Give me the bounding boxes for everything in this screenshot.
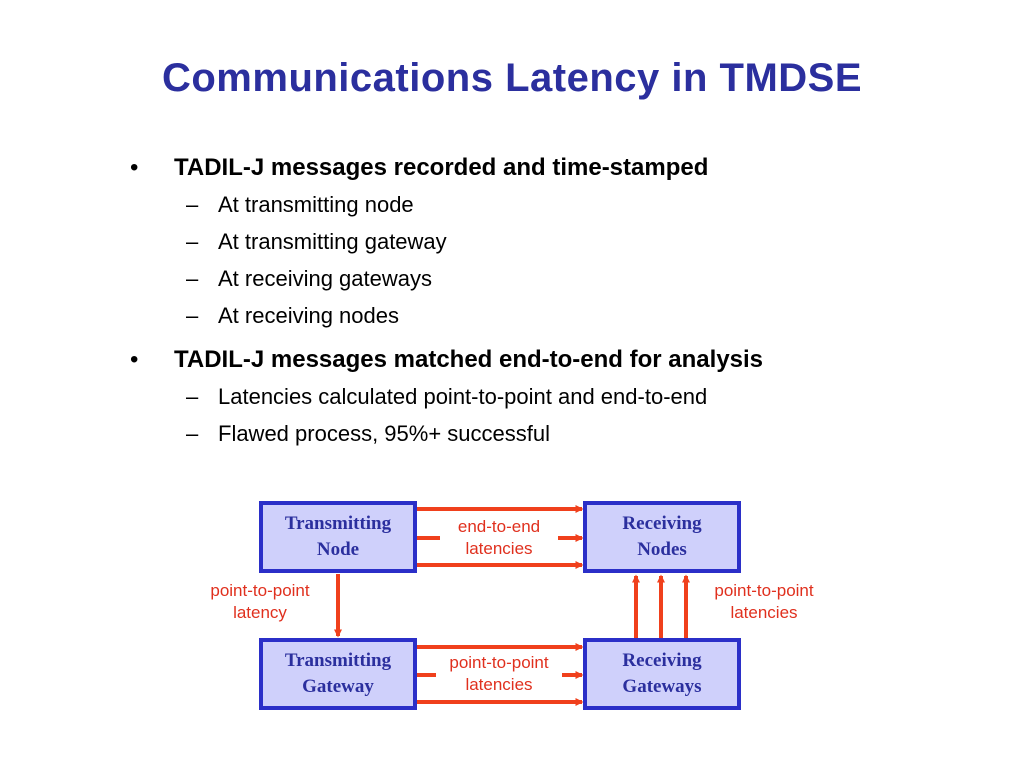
box-label-line: Gateways xyxy=(622,676,702,697)
label-line: point-to-point xyxy=(449,653,549,672)
bullet-text: TADIL-J messages matched end-to-end for … xyxy=(174,346,764,373)
sub-bullet-item: – At transmitting gateway xyxy=(130,223,990,260)
label-line: point-to-point xyxy=(714,581,814,600)
sub-bullet-item: – Latencies calculated point-to-point an… xyxy=(130,378,990,415)
label-line: latencies xyxy=(465,539,533,558)
label-line: point-to-point xyxy=(210,581,310,600)
sub-bullet-text: At transmitting node xyxy=(218,192,414,217)
bullet-glyph: • xyxy=(130,346,139,373)
dash-glyph: – xyxy=(186,384,199,409)
dash-glyph: – xyxy=(186,192,199,217)
dash-glyph: – xyxy=(186,303,199,328)
dash-glyph: – xyxy=(186,421,199,446)
bullet-glyph: • xyxy=(130,154,139,181)
sub-bullet-item: – At transmitting node xyxy=(130,186,990,223)
box-label-line: Node xyxy=(316,539,360,560)
label-line: end-to-end xyxy=(457,517,541,536)
label-line: latencies xyxy=(730,603,798,622)
bullet-item: • TADIL-J messages matched end-to-end fo… xyxy=(130,342,990,378)
sub-bullet-item: – At receiving nodes xyxy=(130,297,990,334)
sub-bullet-text: Latencies calculated point-to-point and … xyxy=(218,384,708,409)
slide-title: Communications Latency in TMDSE xyxy=(161,56,863,100)
end-to-end-latencies-label: end-to-end latencies xyxy=(440,516,558,560)
box-label-line: Receiving xyxy=(622,513,702,534)
sub-bullet-text: Flawed process, 95%+ successful xyxy=(218,421,550,446)
box-label-line: Transmitting xyxy=(284,650,392,671)
bullet-list: • TADIL-J messages recorded and time-sta… xyxy=(130,150,990,452)
rx-point-to-point-label: point-to-point latencies xyxy=(700,580,828,624)
box-label-line: Transmitting xyxy=(284,513,392,534)
sub-bullet-text: At receiving gateways xyxy=(218,266,432,291)
box-label-line: Gateway xyxy=(302,676,374,697)
sub-bullet-item: – Flawed process, 95%+ successful xyxy=(130,415,990,452)
bullet-text: TADIL-J messages recorded and time-stamp… xyxy=(174,154,709,181)
sub-bullet-text: At transmitting gateway xyxy=(218,229,447,254)
gateway-point-to-point-label: point-to-point latencies xyxy=(436,652,562,696)
sub-bullet-item: – At receiving gateways xyxy=(130,260,990,297)
dash-glyph: – xyxy=(186,229,199,254)
label-line: latencies xyxy=(465,675,533,694)
bullet-item: • TADIL-J messages recorded and time-sta… xyxy=(130,150,990,186)
box-label-line: Nodes xyxy=(637,539,687,560)
box-label-line: Receiving xyxy=(622,650,702,671)
tx-point-to-point-label: point-to-point latency xyxy=(196,580,324,624)
label-line: latency xyxy=(233,603,287,622)
sub-bullet-text: At receiving nodes xyxy=(218,303,399,328)
dash-glyph: – xyxy=(186,266,199,291)
